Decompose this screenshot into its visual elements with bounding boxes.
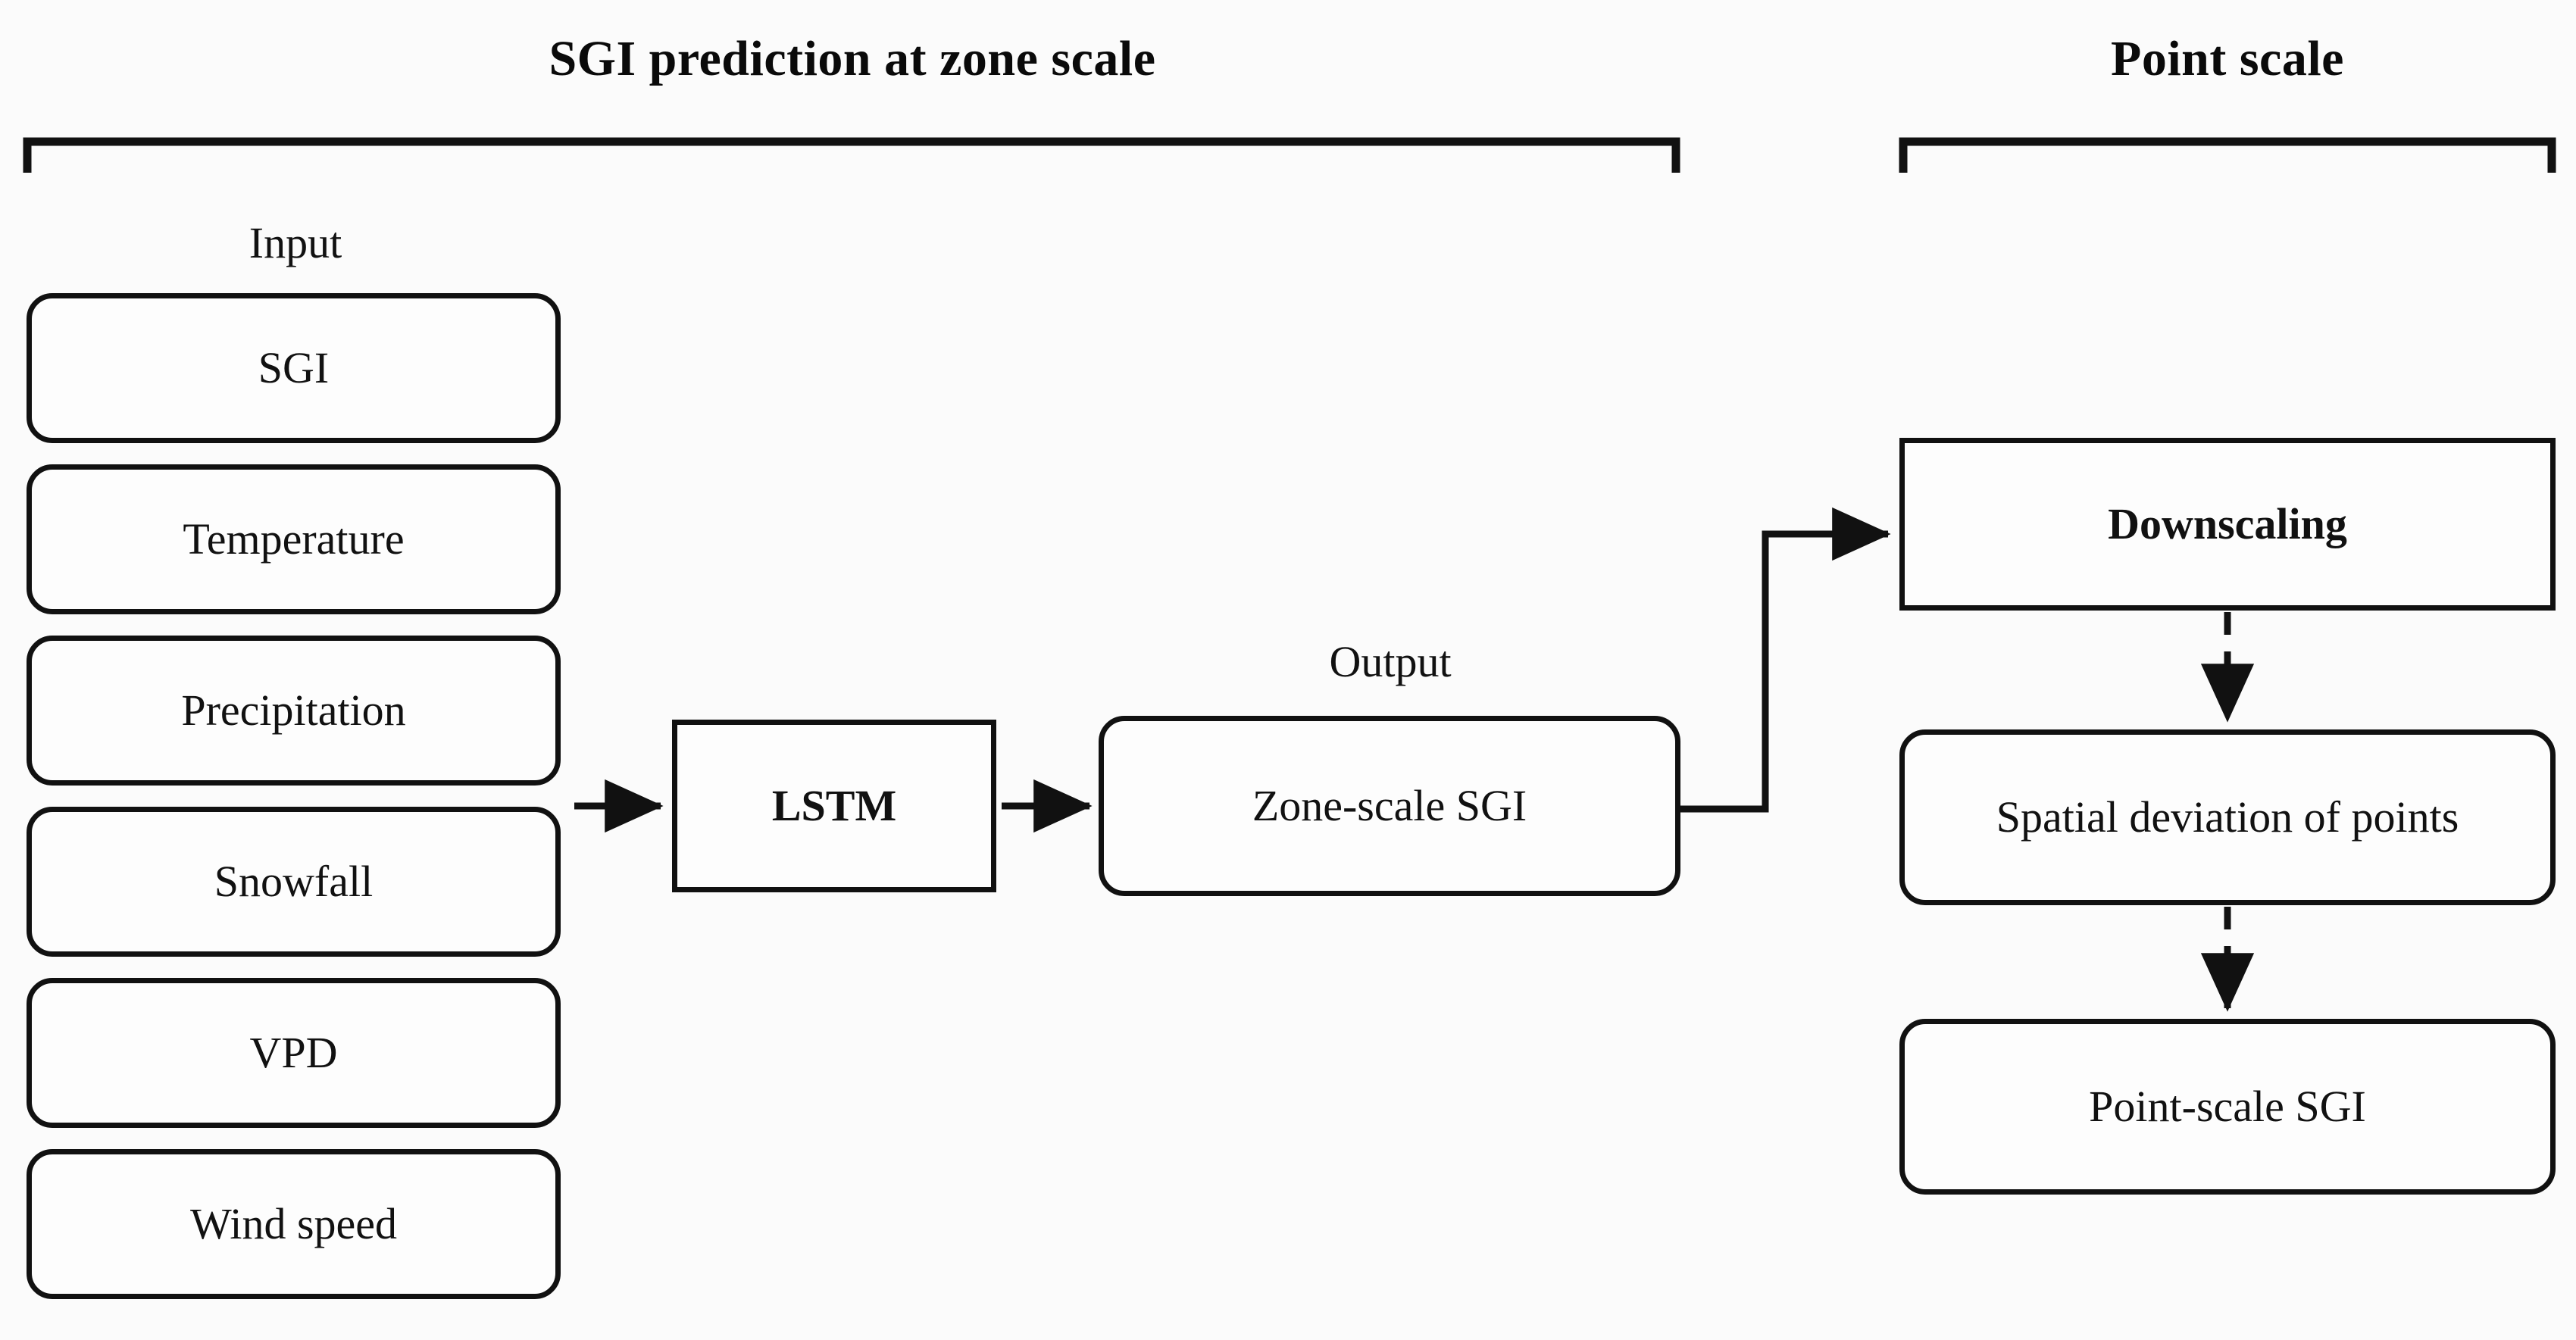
node-label: VPD [249, 1027, 338, 1077]
node-label: LSTM [771, 780, 897, 830]
node-label: Precipitation [181, 685, 406, 735]
node-label: Wind speed [189, 1198, 398, 1248]
section-title-point-scale: Point scale [2111, 31, 2344, 86]
point-node-spatial-deviation[interactable]: Spatial deviation of points [1899, 729, 2556, 905]
node-label: Zone-scale SGI [1252, 780, 1527, 830]
output-group-label: Output [1329, 637, 1452, 686]
input-node-wind-speed[interactable]: Wind speed [27, 1149, 561, 1299]
node-label: Temperature [183, 514, 405, 564]
input-node-vpd[interactable]: VPD [27, 978, 561, 1128]
node-label: Point-scale SGI [2089, 1081, 2366, 1131]
output-node-zone-scale-sgi[interactable]: Zone-scale SGI [1099, 716, 1680, 896]
section-title-zone-scale: SGI prediction at zone scale [549, 31, 1156, 86]
point-node-point-scale-sgi[interactable]: Point-scale SGI [1899, 1019, 2556, 1195]
node-label: Snowfall [214, 856, 374, 906]
input-node-precipitation[interactable]: Precipitation [27, 636, 561, 786]
node-label: SGI [258, 342, 330, 392]
input-group-label: Input [249, 218, 342, 267]
bracket-zone-scale [23, 137, 1680, 173]
input-node-sgi[interactable]: SGI [27, 293, 561, 443]
bracket-point-scale [1899, 137, 2556, 173]
point-node-downscaling[interactable]: Downscaling [1899, 438, 2556, 611]
node-label: Spatial deviation of points [1996, 792, 2459, 842]
input-node-snowfall[interactable]: Snowfall [27, 807, 561, 957]
node-label: Downscaling [2108, 498, 2347, 548]
arrow-zone-sgi-to-downscaling [1680, 507, 1891, 813]
input-node-temperature[interactable]: Temperature [27, 464, 561, 614]
model-node-lstm[interactable]: LSTM [672, 720, 996, 892]
